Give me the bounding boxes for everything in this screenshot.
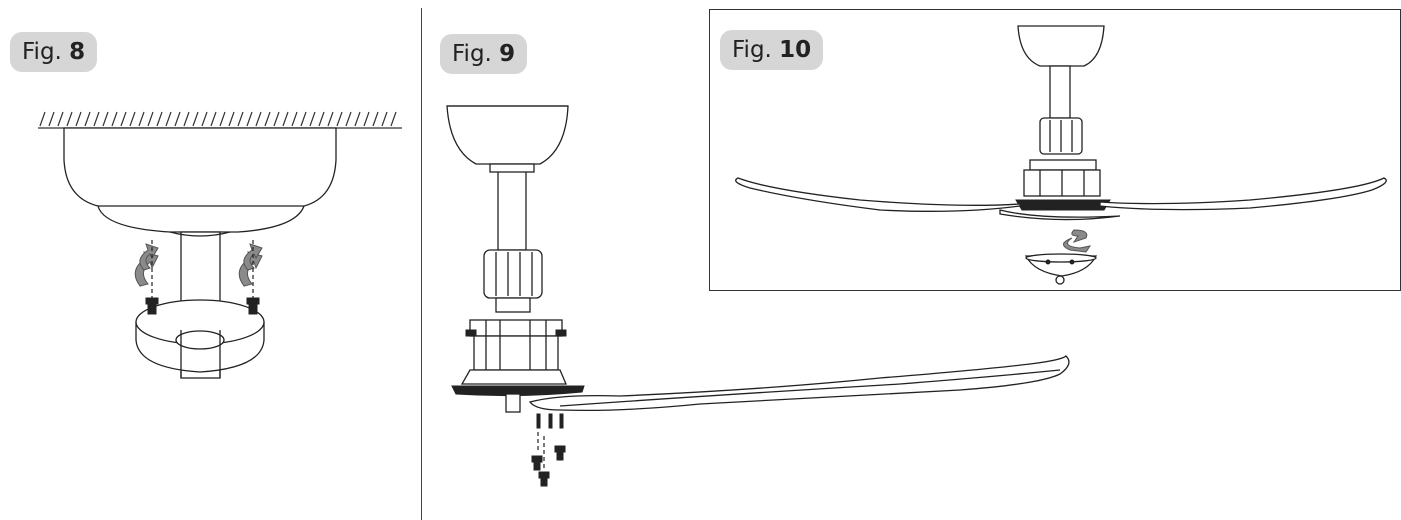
- fig-9-blade-screws: [531, 413, 566, 487]
- fig-9-downrod: [497, 167, 527, 251]
- hatch-mark: [318, 111, 325, 127]
- hatch-mark: [381, 111, 388, 127]
- hatch-mark: [111, 111, 118, 127]
- hatch-mark: [237, 111, 244, 127]
- hatch-mark: [300, 111, 307, 127]
- hatch-mark: [327, 111, 334, 127]
- fig-9-coupler: [483, 249, 543, 313]
- fig-9-canopy: [446, 105, 569, 165]
- fig-8-label: Fig. 8: [10, 32, 98, 72]
- hatch-mark: [309, 111, 316, 127]
- fig-10-light-cover: [1024, 253, 1098, 285]
- hatch-mark: [228, 111, 235, 127]
- hatch-mark: [246, 111, 253, 127]
- hatch-mark: [48, 111, 55, 127]
- hatch-mark: [39, 111, 46, 127]
- hatch-mark: [264, 111, 271, 127]
- fig-10-drawing: [735, 25, 1387, 285]
- fig-10-coupler: [1039, 117, 1083, 155]
- hatch-mark: [363, 111, 370, 127]
- fig-9-number: 9: [499, 41, 516, 67]
- hatch-mark: [354, 111, 361, 127]
- screw-arrow-left: [134, 240, 159, 300]
- fig-10-blade-left: [735, 177, 1021, 212]
- ceiling-hatch: [38, 111, 402, 129]
- hatch-mark: [273, 111, 280, 127]
- hatch-mark: [57, 111, 64, 127]
- screw-arrow-right: [238, 240, 263, 300]
- hatch-mark: [84, 111, 91, 127]
- fig-8-number: 8: [69, 39, 86, 65]
- hatch-mark: [174, 111, 181, 127]
- fig-9-motor: [451, 319, 585, 413]
- hatch-mark: [165, 111, 172, 127]
- fig-10-motor: [1015, 159, 1111, 211]
- hatch-mark: [147, 111, 154, 127]
- fig-9-blade: [528, 355, 1070, 412]
- hatch-mark: [156, 111, 163, 127]
- hatch-mark: [291, 111, 298, 127]
- hatch-mark: [336, 111, 343, 127]
- canopy-cover-ring: [135, 299, 265, 378]
- fig-9-label: Fig. 9: [440, 34, 528, 74]
- hatch-mark: [192, 111, 199, 127]
- hatch-mark: [372, 111, 379, 127]
- hatch-mark: [93, 111, 100, 127]
- hatch-mark: [201, 111, 208, 127]
- hatch-mark: [345, 111, 352, 127]
- fig-10-blade-front: [999, 209, 1121, 221]
- hatch-mark: [129, 111, 136, 127]
- hatch-mark: [66, 111, 73, 127]
- canopy: [63, 127, 337, 233]
- fig-9-drawing: [446, 105, 1070, 487]
- fig-8-prefix: Fig.: [22, 39, 62, 65]
- fig-10-canopy: [1017, 25, 1105, 67]
- hatch-mark: [183, 111, 190, 127]
- screw-left: [145, 297, 159, 315]
- fig-9-prefix: Fig.: [452, 41, 492, 67]
- hatch-mark: [219, 111, 226, 127]
- hatch-mark: [120, 111, 127, 127]
- hatch-mark: [282, 111, 289, 127]
- fig-10-blade-right: [1099, 177, 1387, 211]
- hatch-mark: [210, 111, 217, 127]
- hatch-mark: [255, 111, 262, 127]
- fig-10-rotate-arrow: [1063, 229, 1092, 253]
- panel-divider: [421, 8, 422, 520]
- hatch-mark: [102, 111, 109, 127]
- fig-10-label: Fig. 10: [720, 30, 824, 70]
- fig-10-number: 10: [779, 37, 812, 63]
- screw-right: [246, 297, 260, 315]
- fig-10-prefix: Fig.: [732, 37, 772, 63]
- fig-8-drawing: [38, 111, 402, 379]
- hatch-mark: [138, 111, 145, 127]
- hatch-mark: [390, 111, 397, 127]
- hatch-mark: [75, 111, 82, 127]
